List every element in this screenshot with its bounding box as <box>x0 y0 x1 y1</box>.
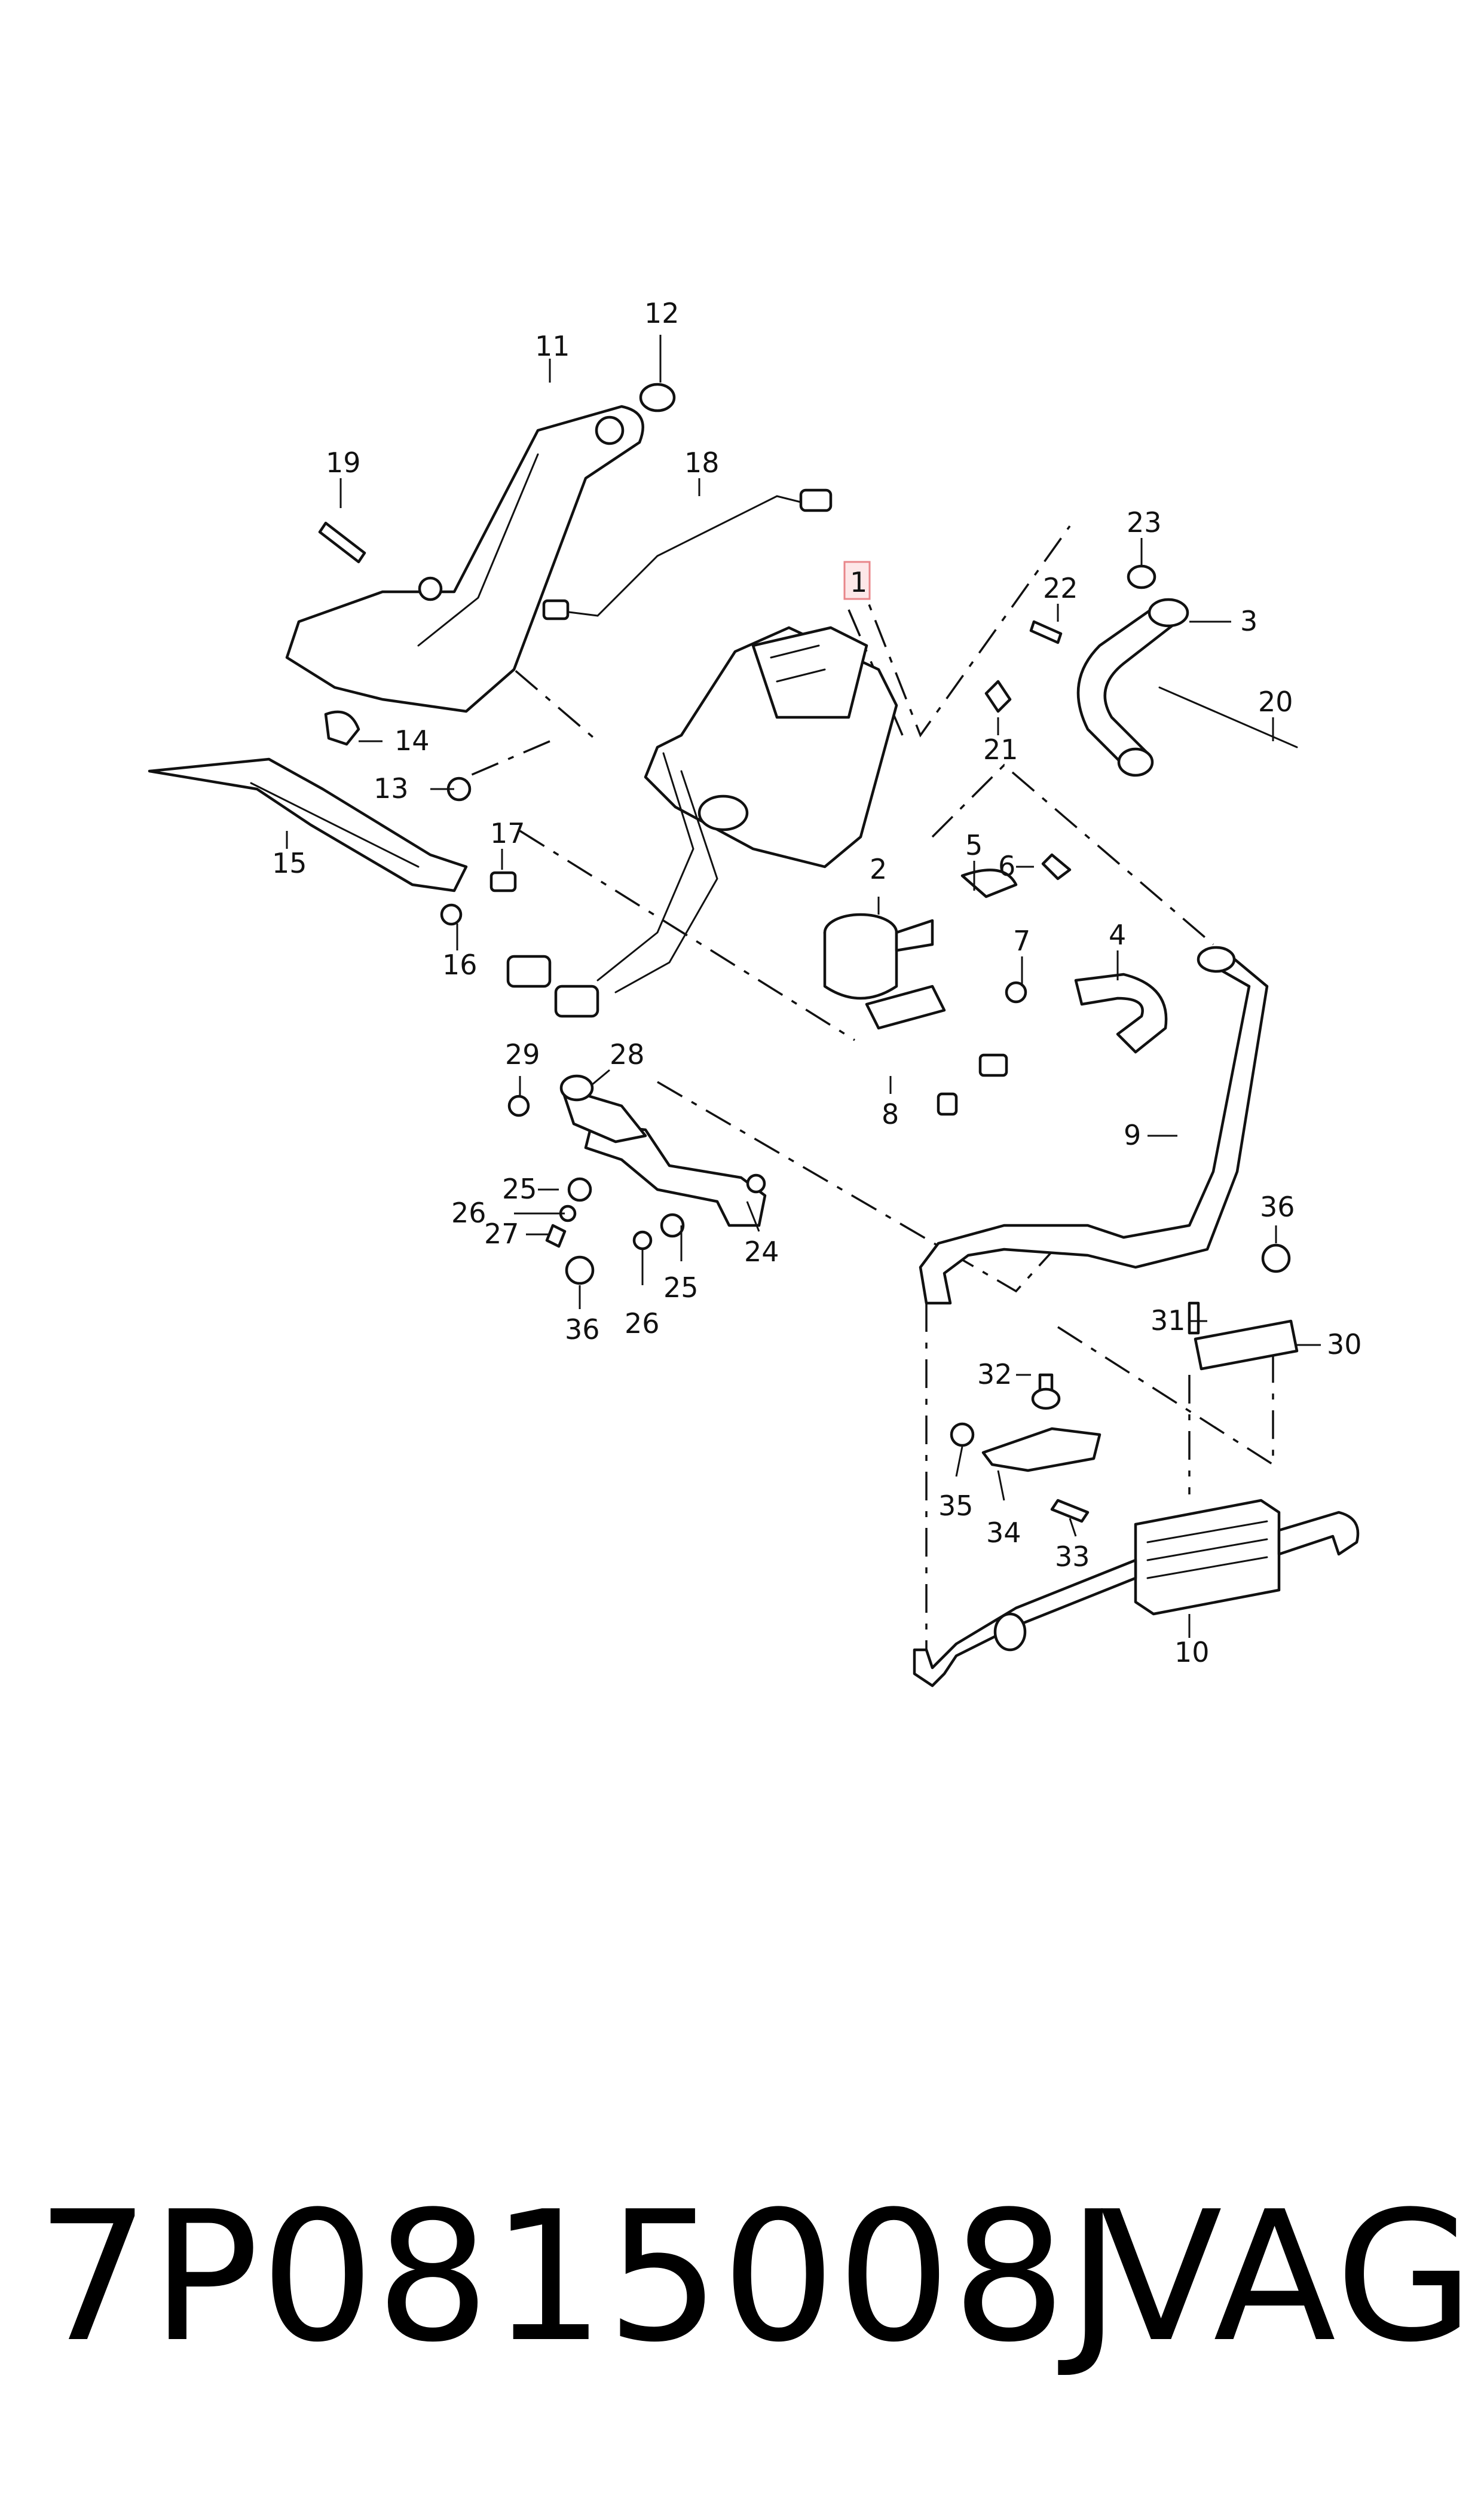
coolant-pump-2 <box>823 913 946 1030</box>
parts-diagram: 1 2 3 4 5 6 7 8 9 10 11 12 13 14 15 16 1… <box>148 297 1362 1687</box>
callout-28: 28 <box>610 1038 645 1071</box>
callout-1: 1 <box>850 566 867 598</box>
coolant-hose-3 <box>1076 598 1189 777</box>
part-number: 7P0815008J <box>36 2173 1122 2382</box>
callout-7: 7 <box>1013 925 1030 957</box>
callout-24: 24 <box>744 1236 779 1268</box>
callout-25a: 25 <box>502 1173 537 1205</box>
callout-10: 10 <box>1174 1636 1210 1668</box>
callout-36b: 36 <box>565 1313 600 1346</box>
callout-19: 19 <box>326 447 361 479</box>
callout-25b: 25 <box>663 1271 699 1304</box>
bracket-arm-11 <box>285 405 644 713</box>
callout-20: 20 <box>1258 686 1293 718</box>
callout-31: 31 <box>1151 1304 1186 1337</box>
callout-34: 34 <box>986 1517 1021 1549</box>
callout-18: 18 <box>684 447 720 479</box>
callout-labels: 1 2 3 4 5 6 7 8 9 10 11 12 13 14 15 16 1… <box>272 297 1362 1668</box>
callout-2: 2 <box>870 853 887 885</box>
coolant-hose-9 <box>919 946 1269 1305</box>
callout-21: 21 <box>983 733 1018 766</box>
fuel-line-18 <box>542 488 833 620</box>
brand-name: VAG <box>1100 2173 1477 2382</box>
callout-14: 14 <box>394 724 430 757</box>
callout-3: 3 <box>1240 605 1257 637</box>
callout-26b: 26 <box>625 1307 660 1340</box>
callout-11: 11 <box>535 330 570 362</box>
callout-29: 29 <box>505 1038 540 1071</box>
callout-30: 30 <box>1327 1328 1362 1361</box>
callout-9: 9 <box>1124 1119 1141 1151</box>
callout-23: 23 <box>1127 506 1162 539</box>
callout-16: 16 <box>442 949 478 981</box>
callout-17: 17 <box>490 817 525 849</box>
callout-6: 6 <box>998 850 1015 882</box>
callout-36a: 36 <box>1260 1191 1295 1223</box>
fasteners <box>318 383 1299 1523</box>
callout-26a: 26 <box>451 1197 486 1229</box>
callout-22: 22 <box>1043 572 1078 604</box>
heater-unit-1 <box>596 626 898 993</box>
highlight-box-1 <box>843 561 871 600</box>
callout-4: 4 <box>1109 919 1126 951</box>
callout-35: 35 <box>938 1490 974 1522</box>
callout-13: 13 <box>374 772 409 805</box>
callout-8: 8 <box>882 1098 899 1130</box>
callout-12: 12 <box>644 297 680 329</box>
bracket-28 <box>559 1074 647 1144</box>
bracket-15 <box>148 757 468 892</box>
leader-lines <box>286 335 1321 1638</box>
callout-5: 5 <box>965 829 983 861</box>
callout-32: 32 <box>977 1358 1012 1390</box>
callout-27: 27 <box>484 1218 519 1250</box>
hose-4 <box>1074 973 1168 1054</box>
callout-15: 15 <box>272 847 307 879</box>
silencer-10 <box>913 1499 1360 1687</box>
bracket-24 <box>584 1122 767 1227</box>
callout-33: 33 <box>1055 1540 1090 1573</box>
